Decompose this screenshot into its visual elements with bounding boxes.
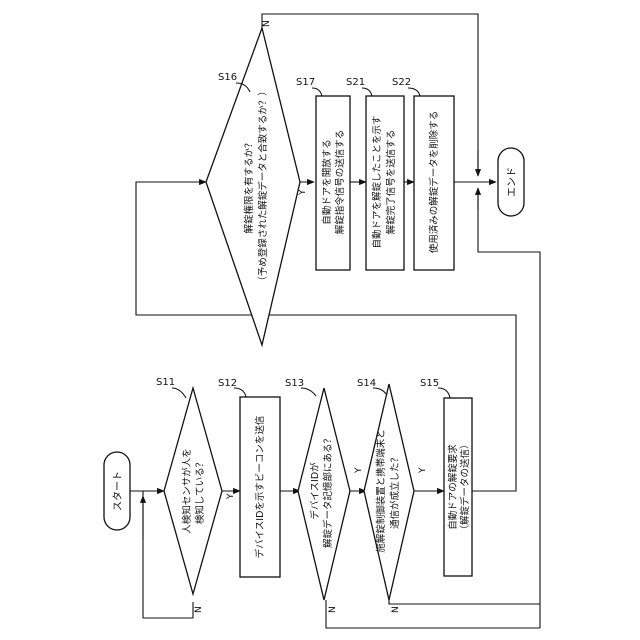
path-s14-no (389, 600, 540, 604)
s11-label: S11 (156, 377, 175, 388)
s13-label: S13 (285, 378, 304, 389)
s17-line2: 解錠指令信号の送信する (334, 130, 346, 235)
s14-line2: 通信が成立した？ (389, 453, 401, 529)
s21-line2: 解錠完了信号を送信する (385, 130, 397, 235)
end-label: エンド (507, 167, 518, 197)
s13-line2: 解錠データ記憶部にある？ (322, 434, 334, 548)
s13-no-label: N (328, 606, 338, 613)
step-s13: デバイスIDが 解錠データ記憶部にある？ S13 (285, 378, 350, 600)
s17-label: S17 (296, 77, 315, 88)
s21-label: S21 (346, 77, 365, 88)
end-terminal: エンド (498, 148, 524, 216)
s13-yes-label: Y (354, 467, 364, 474)
s11-yes-label: Y (226, 493, 236, 500)
s17-line1: 自動ドアを開放する (321, 139, 333, 225)
s21-line1: 自動ドアを解錠したことを示す (371, 115, 383, 248)
path-no-end (478, 188, 540, 628)
start-terminal: スタート (104, 452, 130, 530)
s16-line1: 解錠権限を有するか？ (243, 138, 255, 233)
s16-label: S16 (218, 72, 237, 83)
start-label: スタート (112, 471, 124, 511)
step-s21: 自動ドアを解錠したことを示す 解錠完了信号を送信する S21 (346, 77, 404, 270)
step-s15: 自動ドアの解錠要求 （解錠データの送信） S15 (420, 378, 472, 576)
s15-label: S15 (420, 378, 439, 389)
s15-line1: 自動ドアの解錠要求 (447, 444, 459, 530)
step-s11: 人検知センサが人を 検知している？ S11 (156, 377, 222, 594)
s12-label: S12 (218, 378, 237, 389)
s22-line1: 使用済みの解錠データを削除する (428, 111, 440, 254)
s16-yes-label: Y (298, 189, 308, 196)
s14-yes-label: Y (418, 467, 428, 474)
s22-label: S22 (392, 77, 411, 88)
s12-line1: デバイスIDを示すビーコンを送信 (254, 416, 266, 559)
s16-line2: （予め登録された解錠データと合致するか？） (257, 86, 269, 286)
s14-line1: 施解錠制御装置と携帯端末と (375, 429, 387, 553)
s13-line1: デバイスIDが (309, 462, 321, 520)
s14-no-label: N (391, 606, 401, 613)
step-s17: 自動ドアを開放する 解錠指令信号の送信する S17 (296, 77, 350, 270)
s14-label: S14 (357, 378, 376, 389)
s16-no-label: N (262, 20, 272, 27)
step-s16: 解錠権限を有するか？ （予め登録された解錠データと合致するか？） S16 (206, 28, 300, 345)
s11-no-label: N (194, 606, 204, 613)
s15-line2: （解錠データの送信） (459, 439, 471, 534)
step-s14: 施解錠制御装置と携帯端末と 通信が成立した？ S14 (357, 378, 414, 600)
s11-line1: 人検知センサが人を (181, 448, 193, 534)
s11-line2: 検知している？ (194, 458, 206, 524)
step-s12: デバイスIDを示すビーコンを送信 S12 (218, 378, 280, 577)
